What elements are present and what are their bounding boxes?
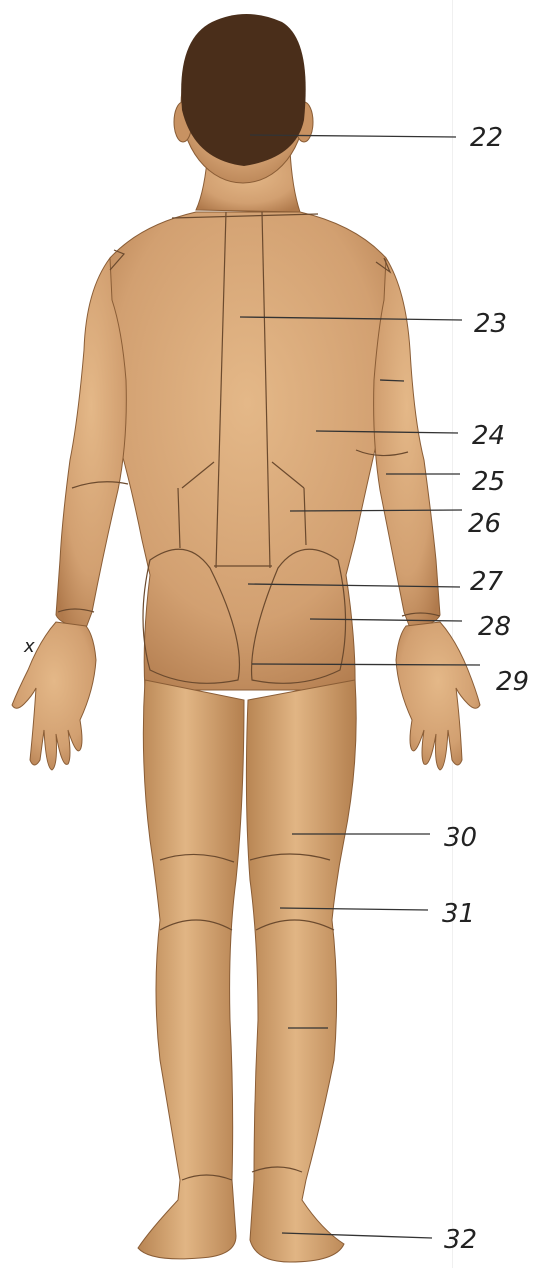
label-28: 28: [478, 612, 511, 642]
label-25: 25: [472, 467, 505, 497]
hair: [181, 14, 306, 166]
label-31: 31: [442, 899, 475, 929]
label-23: 23: [474, 309, 507, 339]
right-hand: [396, 622, 480, 770]
wrist-x-mark: x: [23, 636, 35, 657]
torso: [96, 212, 398, 690]
right-arm: [374, 258, 440, 628]
label-26: 26: [468, 509, 501, 539]
right-leg: [246, 680, 356, 1262]
label-27: 27: [470, 567, 504, 597]
label-24: 24: [472, 421, 505, 451]
label-22: 22: [470, 123, 503, 153]
body-silhouette: [12, 14, 480, 1262]
left-leg: [138, 680, 244, 1259]
label-32: 32: [444, 1225, 477, 1255]
label-30: 30: [444, 823, 477, 853]
left-arm: [56, 258, 126, 628]
label-29: 29: [496, 667, 529, 697]
